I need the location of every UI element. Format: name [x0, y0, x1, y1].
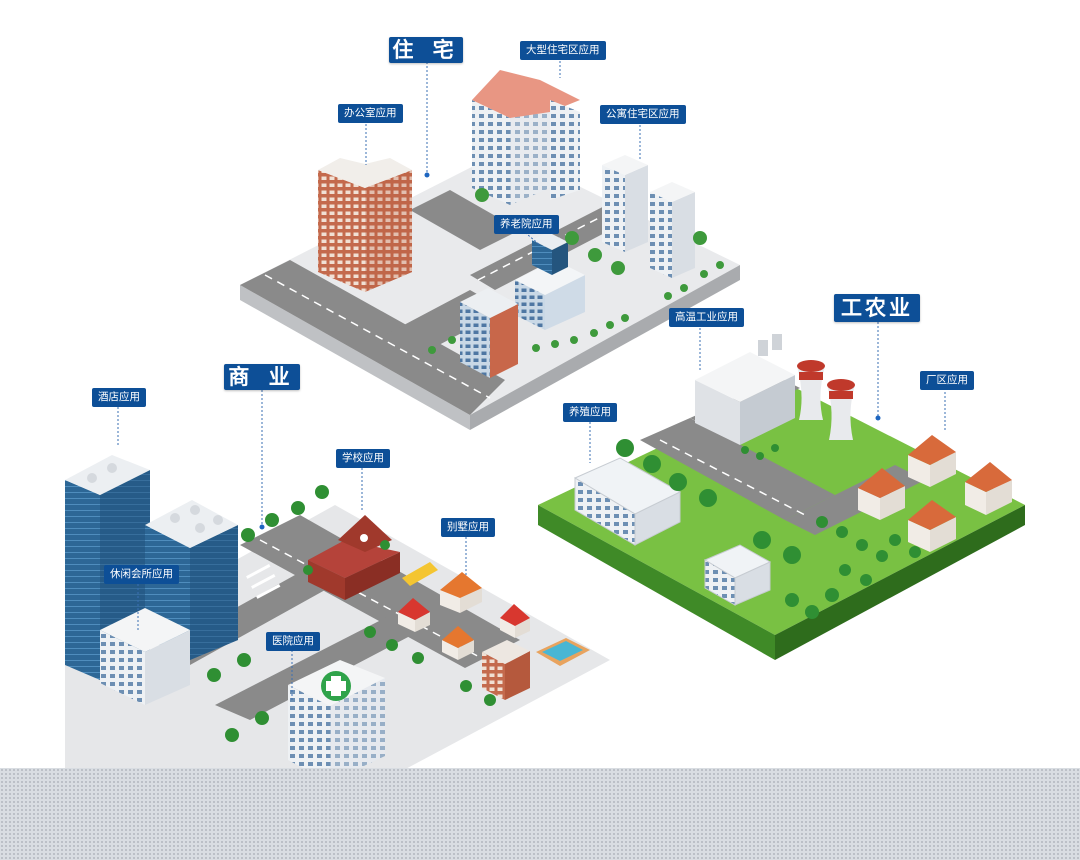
label-high-temp-industry: 高温工业应用 [669, 308, 744, 327]
residential-block [240, 70, 740, 430]
label-large-residential: 大型住宅区应用 [520, 41, 606, 60]
section-header-commercial: 商 业 [224, 364, 300, 390]
label-factory-area: 厂区应用 [920, 371, 974, 390]
label-clubhouse: 休闲会所应用 [104, 565, 179, 584]
label-hotel: 酒店应用 [92, 388, 146, 407]
label-leader-lines [117, 57, 946, 700]
section-header-industrial: 工农业 [834, 294, 920, 322]
industrial-block [538, 334, 1025, 660]
blank-patch [90, 8, 332, 74]
label-nursing-home: 养老院应用 [494, 215, 559, 234]
label-villa: 别墅应用 [441, 518, 495, 537]
pixelated-band [0, 768, 1080, 860]
section-header-residential: 住 宅 [389, 37, 463, 63]
label-hospital: 医院应用 [266, 632, 320, 651]
label-breeding: 养殖应用 [563, 403, 617, 422]
label-school: 学校应用 [336, 449, 390, 468]
label-apartment: 公寓住宅区应用 [600, 105, 686, 124]
label-office: 办公室应用 [338, 104, 403, 123]
commercial-block [65, 455, 610, 782]
